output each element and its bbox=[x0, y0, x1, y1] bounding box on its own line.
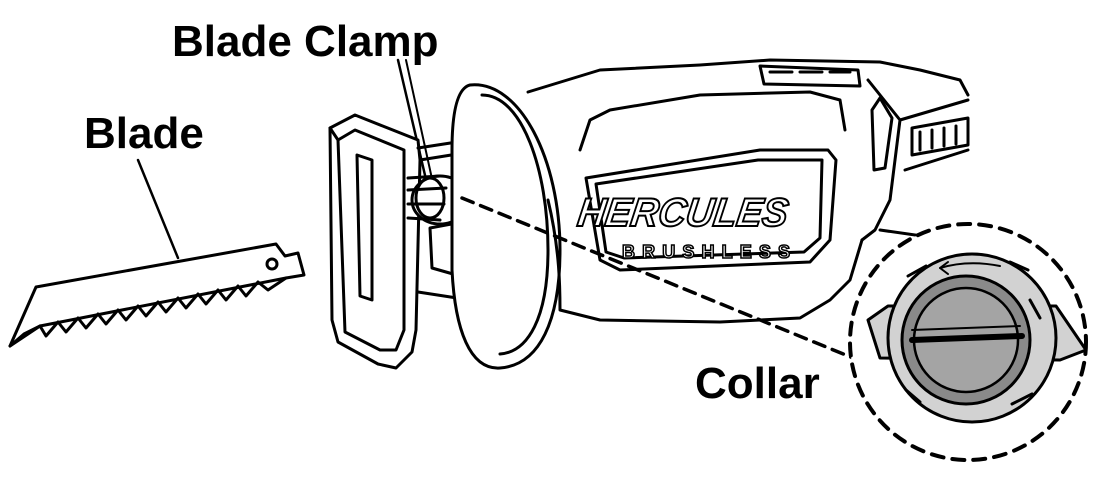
brand-subtitle: BRUSHLESS bbox=[622, 242, 798, 262]
collar-label: Collar bbox=[695, 359, 820, 408]
blade-label: Blade bbox=[84, 109, 204, 158]
brand-name: HERCULES bbox=[575, 190, 791, 235]
collar-callout-line bbox=[460, 196, 860, 362]
saw-shoe bbox=[328, 113, 422, 370]
collar-detail bbox=[866, 252, 1088, 424]
blade-leader-line bbox=[136, 158, 180, 260]
saw-guard bbox=[450, 83, 562, 370]
blade-clamp-leader-line bbox=[396, 58, 430, 190]
saw-blade bbox=[8, 242, 306, 348]
blade-clamp-label: Blade Clamp bbox=[172, 17, 439, 66]
